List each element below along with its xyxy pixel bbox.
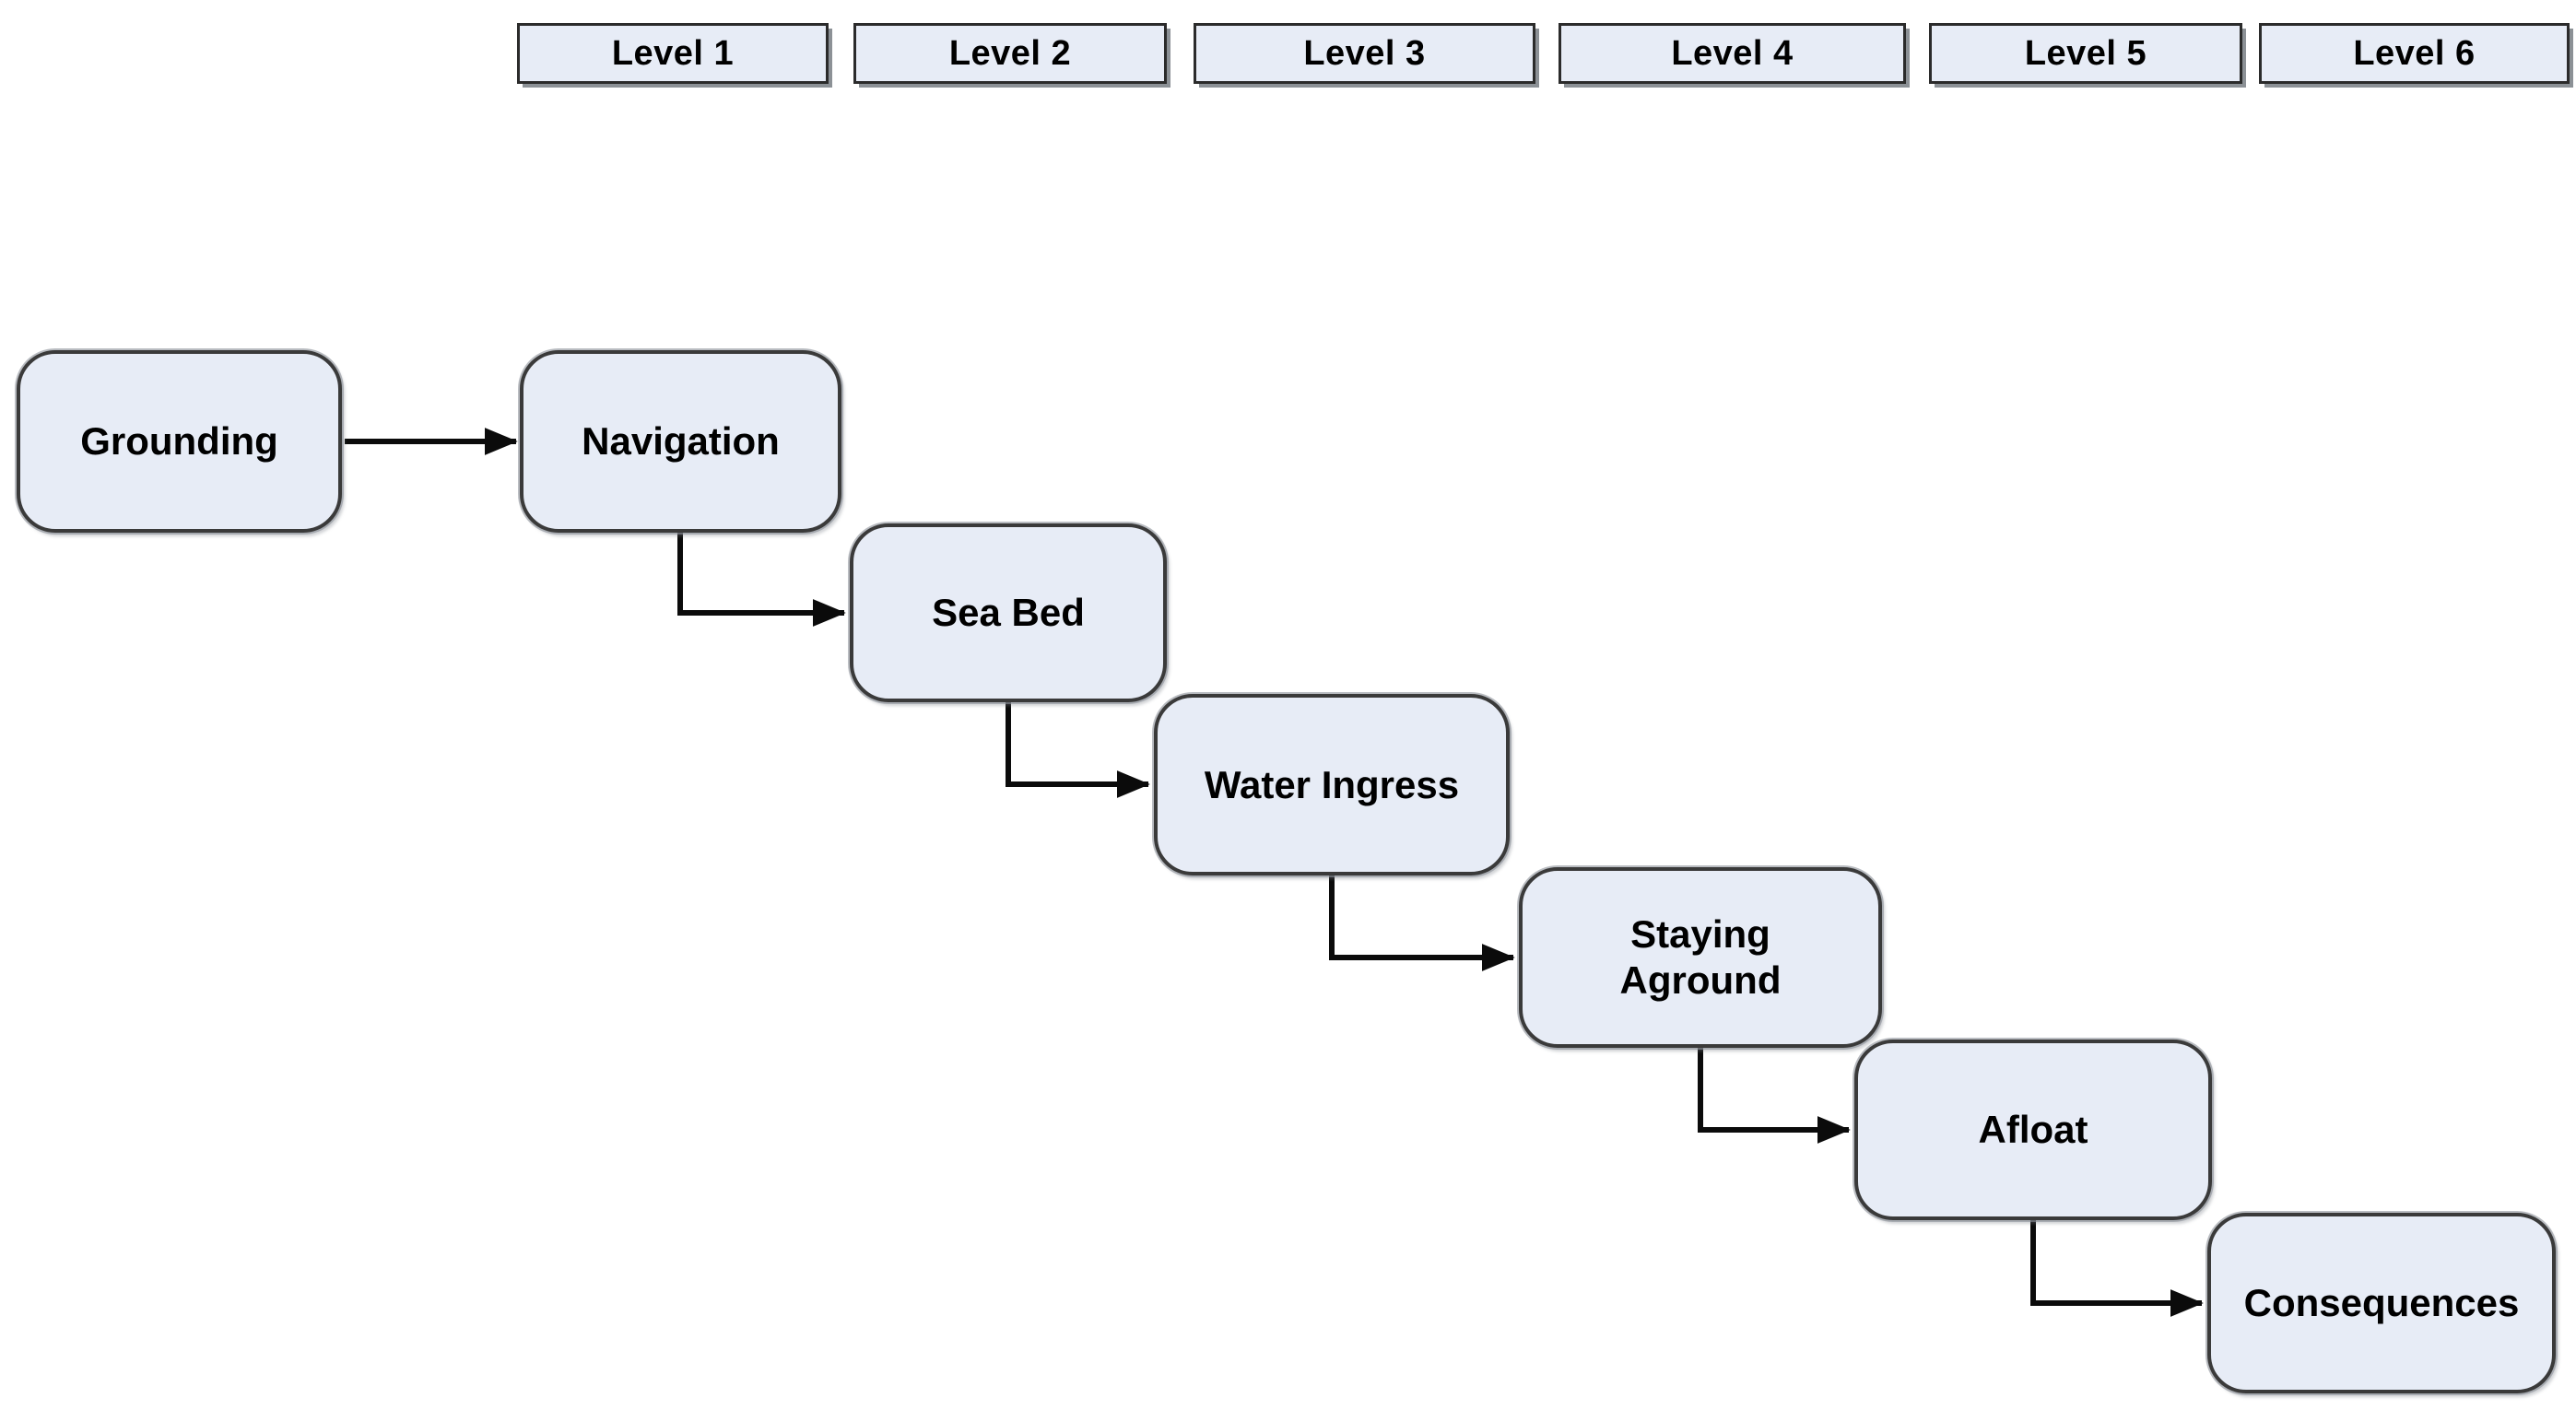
connector-sea-bed-water-ingress bbox=[1006, 700, 1150, 798]
node-consequences: Consequences bbox=[2207, 1213, 2556, 1393]
connector-navigation-sea-bed bbox=[677, 531, 846, 627]
node-sea-bed: Sea Bed bbox=[850, 523, 1167, 702]
connector-staying-aground-afloat bbox=[1698, 1046, 1851, 1144]
level-header-6: Level 6 bbox=[2259, 23, 2570, 84]
connector-water-ingress-staying-aground bbox=[1329, 874, 1515, 971]
level-header-3-label: Level 3 bbox=[1303, 33, 1426, 73]
level-header-4: Level 4 bbox=[1559, 23, 1906, 84]
level-header-5-label: Level 5 bbox=[2024, 33, 2147, 73]
node-water-ingress: Water Ingress bbox=[1154, 694, 1510, 875]
level-header-1-label: Level 1 bbox=[611, 33, 735, 73]
node-staying-aground: Staying Aground bbox=[1519, 867, 1882, 1048]
node-navigation: Navigation bbox=[520, 350, 841, 533]
level-header-4-label: Level 4 bbox=[1671, 33, 1794, 73]
node-afloat-label: Afloat bbox=[1978, 1108, 2088, 1152]
node-grounding: Grounding bbox=[17, 350, 342, 533]
node-consequences-label: Consequences bbox=[2243, 1281, 2520, 1325]
level-header-5: Level 5 bbox=[1929, 23, 2242, 84]
node-water-ingress-label: Water Ingress bbox=[1204, 762, 1460, 806]
level-header-1: Level 1 bbox=[517, 23, 829, 84]
level-header-6-label: Level 6 bbox=[2353, 33, 2476, 73]
node-grounding-label: Grounding bbox=[80, 419, 278, 464]
level-header-2: Level 2 bbox=[853, 23, 1167, 84]
node-afloat: Afloat bbox=[1854, 1040, 2212, 1220]
node-sea-bed-label: Sea Bed bbox=[932, 591, 1085, 635]
level-header-3: Level 3 bbox=[1194, 23, 1535, 84]
node-navigation-label: Navigation bbox=[582, 419, 780, 464]
level-header-2-label: Level 2 bbox=[948, 33, 1072, 73]
node-staying-aground-label: Staying Aground bbox=[1619, 912, 1782, 1002]
connector-afloat-consequences bbox=[2030, 1218, 2204, 1317]
